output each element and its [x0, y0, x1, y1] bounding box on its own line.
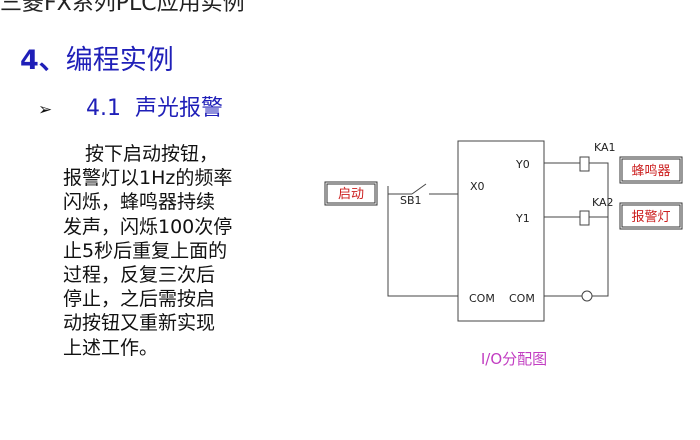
section-heading: 4、编程实例	[20, 38, 174, 77]
terminal-y1: Y1	[515, 212, 530, 225]
slide-top-title: 三菱FX系列PLC应用实例	[0, 0, 245, 16]
relay-label-ka1: KA1	[594, 141, 616, 154]
plc-block	[457, 140, 545, 322]
relay-label-ka2: KA2	[592, 196, 614, 209]
subsection-title: 声光报警	[135, 96, 224, 121]
description-text: 按下启动按钮， 报警灯以1Hz的频率 闪烁，蜂鸣器持续 发声，闪烁100次停 止…	[63, 142, 232, 360]
power-source-icon	[581, 290, 593, 302]
terminal-com-right: COM	[509, 292, 535, 305]
relay-coil-ka1	[579, 156, 590, 172]
section-number: 4、	[20, 45, 66, 76]
output-label-box-lamp	[619, 202, 683, 230]
section-title: 编程实例	[65, 45, 174, 76]
description-line: 按下启动按钮，	[85, 143, 219, 165]
output-label-inner-box-lamp	[621, 204, 681, 228]
subsection-heading: ➢ 4.1 声光报警	[38, 90, 223, 122]
output-label-buzzer: 蜂鸣器	[631, 163, 670, 179]
arrow-bullet-icon: ➢	[38, 100, 53, 120]
description-line: 发声，闪烁100次停	[63, 215, 233, 238]
output-label-lamp: 报警灯	[631, 209, 670, 225]
description-line: 报警灯以1Hz的频率	[63, 167, 233, 190]
relay-coil-ka2	[579, 210, 590, 226]
terminal-com-left: COM	[469, 292, 495, 305]
input-common-wire	[387, 186, 458, 297]
description-line: 过程，反复三次后	[63, 264, 216, 287]
description-line: 上述工作。	[63, 336, 159, 359]
description-line: 止5秒后重复上面的	[63, 239, 228, 262]
subsection-number: 4.1	[86, 96, 121, 121]
description-line: 动按钮又重新实现	[63, 312, 216, 335]
description-line: 闪烁，蜂鸣器持续	[63, 191, 216, 214]
terminal-x0: X0	[470, 180, 485, 193]
input-label: 启动	[338, 187, 364, 202]
switch-label: SB1	[400, 194, 422, 207]
description-line: 停止，之后需按启	[63, 288, 216, 311]
terminal-y0: Y0	[515, 158, 530, 171]
output-return-wire	[589, 162, 609, 297]
switch-sb1	[411, 183, 427, 195]
diagram-caption: I/O分配图	[481, 350, 547, 368]
output-label-box-buzzer	[619, 156, 683, 184]
input-label-inner-box	[326, 183, 376, 204]
input-label-box	[324, 181, 378, 206]
output-label-inner-box-buzzer	[621, 158, 681, 182]
